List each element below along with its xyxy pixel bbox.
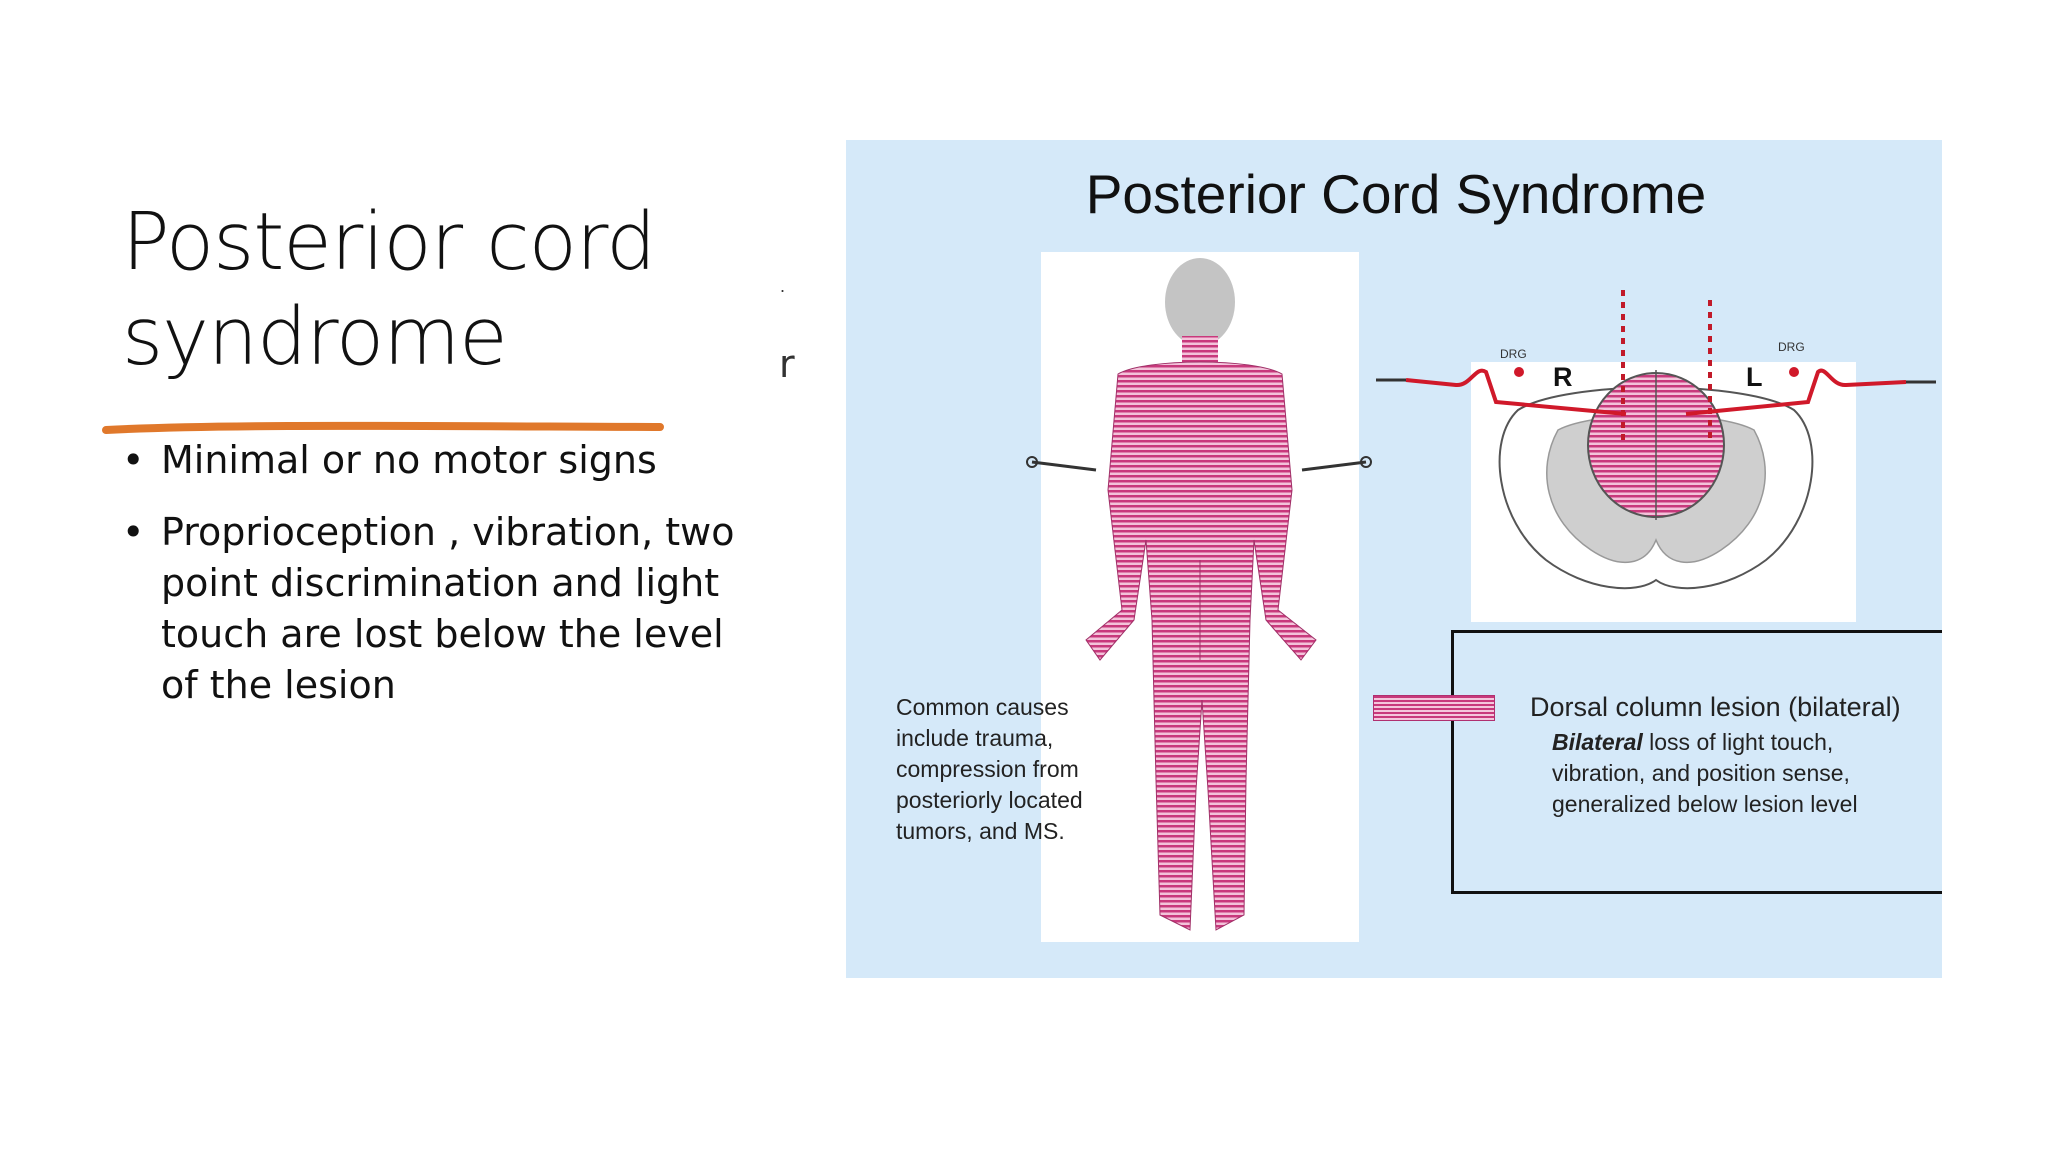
bullet-item: Proprioception , vibration, two point di… [122,507,772,711]
slide-title: Posterior cord syndrome [122,196,656,383]
title-underline [102,421,664,434]
drg-label-left: DRG [1778,340,1805,354]
figure-title: Posterior Cord Syndrome [1085,163,1707,225]
right-side-label: R [1553,362,1573,392]
stray-mark: r [779,342,795,386]
stray-mark: . [780,276,786,296]
legend-description-text: loss of light touch, vibration, and posi… [1552,729,1858,817]
common-causes-text: Common causes include trauma, compressio… [896,694,1083,844]
posterior-cord-figure: Posterior Cord Syndrome [846,140,1942,978]
legend-emphasis: Bilateral [1552,729,1643,755]
legend-title: Dorsal column lesion (bilateral) [1530,692,1901,722]
spinal-cord-cross-section [1376,290,1936,590]
bullet-item: Minimal or no motor signs [122,435,772,486]
left-side-label: L [1746,362,1763,392]
anatomy-illustration [1026,258,1936,931]
human-body-figure [1085,258,1317,931]
bullet-list: Minimal or no motor signs Proprioception… [122,435,772,732]
body-electrodes [1026,456,1372,472]
legend-swatch [1373,695,1495,721]
drg-label-right: DRG [1500,347,1527,361]
legend-box [1451,630,1942,894]
legend-description: Bilateral loss of light touch, vibration… [1552,727,1932,820]
